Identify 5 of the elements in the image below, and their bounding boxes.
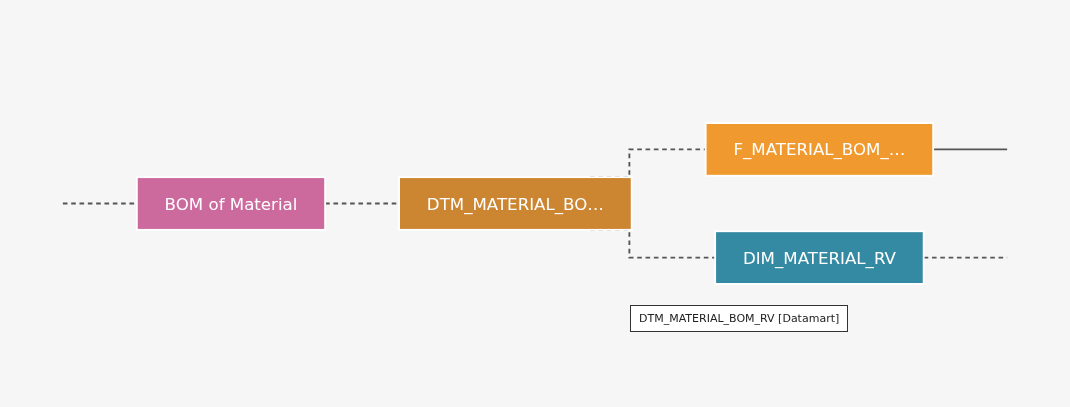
node-box: DTM_MATERIAL_BO…: [398, 176, 633, 231]
node-box: DIM_MATERIAL_RV: [714, 230, 925, 285]
node-box: F_MATERIAL_BOM_…: [704, 122, 935, 177]
node-box: BOM of Material: [135, 176, 327, 231]
tooltip: DTM_MATERIAL_BOM_RV [Datamart]: [630, 305, 849, 332]
